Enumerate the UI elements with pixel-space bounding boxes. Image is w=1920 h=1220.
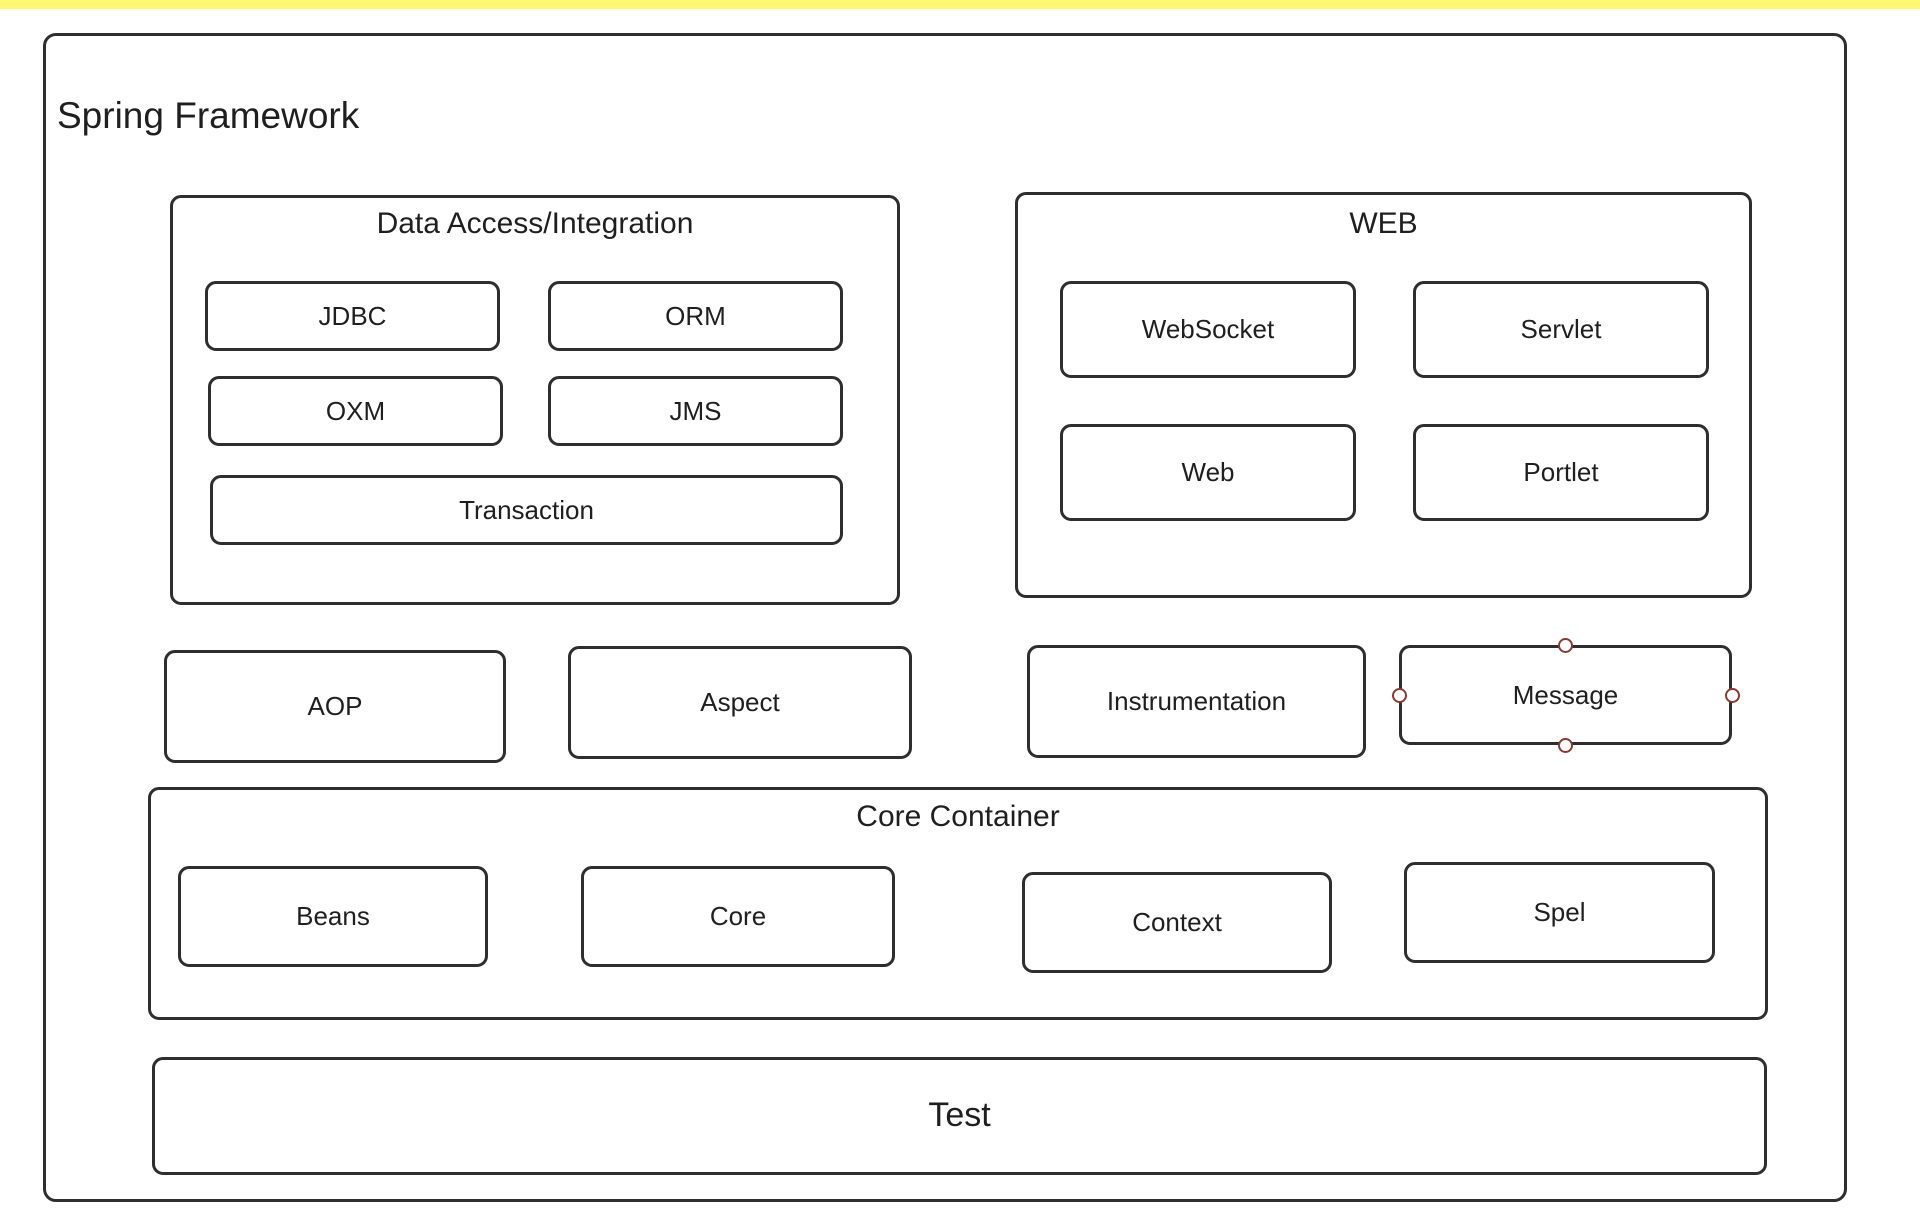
page-title: Spring Framework: [57, 95, 360, 136]
node-label-aspect: Aspect: [700, 687, 780, 718]
group-web[interactable]: [1015, 192, 1752, 598]
node-jms[interactable]: JMS: [548, 376, 843, 446]
node-label-aop: AOP: [307, 691, 363, 722]
node-label-instrumentation: Instrumentation: [1106, 686, 1287, 717]
node-context[interactable]: Context: [1022, 872, 1332, 973]
node-message[interactable]: Message: [1399, 645, 1732, 745]
node-web[interactable]: Web: [1060, 424, 1356, 521]
group-title-core-container: Core Container: [856, 800, 1060, 833]
node-websocket[interactable]: WebSocket: [1060, 281, 1356, 378]
node-label-servlet: Servlet: [1520, 314, 1602, 345]
node-label-transaction: Transaction: [459, 494, 594, 525]
node-oxm[interactable]: OXM: [208, 376, 503, 446]
node-aspect[interactable]: Aspect: [568, 646, 912, 759]
node-label-test: Test: [928, 1096, 991, 1135]
node-label-context: Context: [1132, 907, 1222, 938]
node-label-oxm: OXM: [325, 395, 386, 426]
group-title-web: WEB: [1349, 207, 1418, 240]
node-label-orm: ORM: [665, 300, 726, 331]
node-test[interactable]: Test: [152, 1057, 1767, 1175]
node-label-beans: Beans: [296, 901, 370, 932]
node-core[interactable]: Core: [581, 866, 895, 967]
node-spel[interactable]: Spel: [1404, 862, 1715, 963]
top-accent-bar: [0, 0, 1920, 9]
node-label-message: Message: [1512, 679, 1619, 710]
node-label-portlet: Portlet: [1523, 457, 1599, 488]
node-jdbc[interactable]: JDBC: [205, 281, 500, 351]
node-beans[interactable]: Beans: [178, 866, 488, 967]
node-label-jms: JMS: [669, 395, 722, 426]
group-title-data-access: Data Access/Integration: [376, 207, 694, 240]
selection-handle-bottom[interactable]: [1558, 738, 1573, 753]
node-label-websocket: WebSocket: [1141, 314, 1275, 345]
node-label-core: Core: [709, 901, 767, 932]
node-instrumentation[interactable]: Instrumentation: [1027, 645, 1366, 758]
node-label-web: Web: [1181, 457, 1235, 488]
node-aop[interactable]: AOP: [164, 650, 506, 763]
node-label-jdbc: JDBC: [318, 300, 387, 331]
node-label-spel: Spel: [1533, 897, 1586, 928]
selection-handle-top[interactable]: [1558, 638, 1573, 653]
selection-handle-right[interactable]: [1725, 688, 1740, 703]
node-transaction[interactable]: Transaction: [210, 475, 843, 545]
selection-handle-left[interactable]: [1392, 688, 1407, 703]
node-servlet[interactable]: Servlet: [1413, 281, 1709, 378]
node-orm[interactable]: ORM: [548, 281, 843, 351]
node-portlet[interactable]: Portlet: [1413, 424, 1709, 521]
